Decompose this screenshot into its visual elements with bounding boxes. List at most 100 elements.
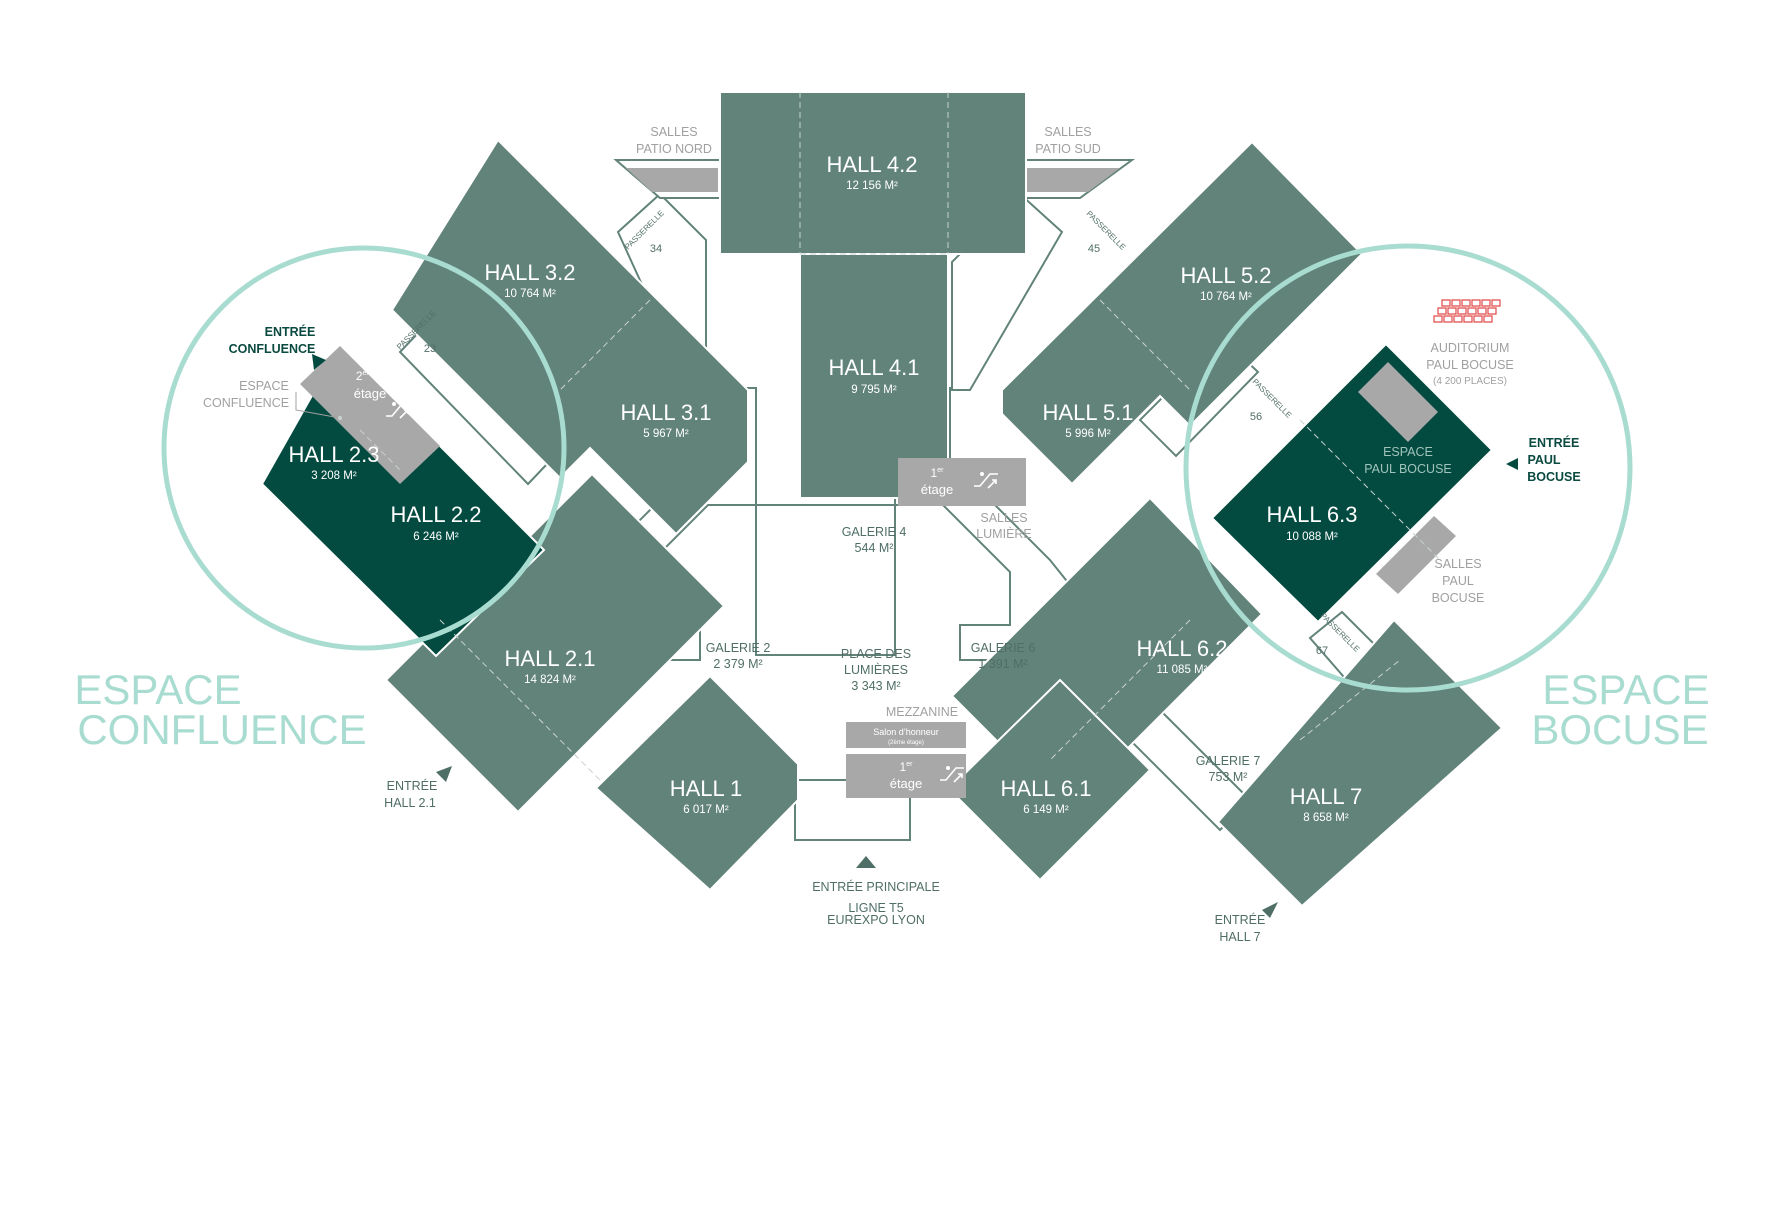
escalator-icon — [940, 766, 964, 783]
floor-2-num: 2ème — [356, 369, 376, 383]
zone-circle-bocuse — [1183, 243, 1633, 693]
hall-name: HALL 5.2 — [1181, 263, 1272, 288]
escalator-icon — [974, 472, 998, 489]
salon-honneur-label: Salon d’honneur — [873, 727, 939, 737]
hall-area: 10 764 M² — [504, 288, 556, 300]
hall-name: HALL 2.3 — [289, 442, 380, 467]
entrances: ENTRÉE CONFLUENCE ENTRÉE PAUL BOCUSE ENT… — [229, 324, 1581, 944]
auditorium-seats-icon — [1433, 299, 1501, 323]
hall-area: 5 967 M² — [643, 428, 689, 440]
hall-name: HALL 6.2 — [1137, 636, 1228, 661]
hall-area: 5 996 M² — [1065, 428, 1111, 440]
patio-nord-line1: SALLES — [650, 125, 697, 139]
galerie-4-area: 544 M² — [855, 541, 894, 555]
entree-hall21-line1: ENTRÉE — [387, 778, 438, 793]
entree-bocuse-line1: ENTRÉE — [1529, 435, 1580, 450]
floor-1-word-lumiere: étage — [921, 482, 954, 497]
floor-1-num-mezzanine: 1er — [900, 760, 914, 774]
espace-confluence-line1: ESPACE — [239, 379, 289, 393]
hall-area: 12 156 M² — [846, 180, 898, 192]
hall-name: HALL 6.1 — [1001, 776, 1092, 801]
room-labels: SALLES PATIO NORD SALLES PATIO SUD SALLE… — [203, 125, 1514, 746]
lumiere-line2: LUMIÈRE — [976, 526, 1032, 541]
entrance-arrow-icon — [856, 856, 876, 868]
hall-4-1[interactable] — [799, 253, 949, 499]
hall-area: 6 149 M² — [1023, 804, 1069, 816]
entrance-arrow-icon — [1506, 458, 1518, 470]
zone-confluence-line1: ESPACE — [74, 666, 241, 713]
entree-confluence-line2: CONFLUENCE — [229, 342, 316, 356]
ligne-t5-line2: EUREXPO LYON — [827, 913, 925, 927]
place-lumieres-line2: LUMIÈRES — [844, 662, 908, 677]
hall-name: HALL 4.2 — [827, 152, 918, 177]
zone-circle-confluence — [161, 245, 567, 651]
auditorium-line3: (4 200 PLACES) — [1433, 376, 1507, 387]
floor-1-box-lumiere — [898, 458, 1026, 506]
salles-bocuse-line2: PAUL — [1442, 574, 1474, 588]
galerie-7-name: GALERIE 7 — [1196, 754, 1261, 768]
hall-2-2[interactable] — [260, 344, 546, 658]
passerelle-56: 56 — [1250, 411, 1262, 423]
floor-1-box-mezzanine — [846, 754, 966, 798]
entree-hall21-line2: HALL 2.1 — [384, 796, 436, 810]
hall-name: HALL 5.1 — [1043, 400, 1134, 425]
hall-7[interactable] — [1216, 618, 1504, 908]
hall-area: 3 208 M² — [311, 470, 357, 482]
hall-area: 6 246 M² — [413, 531, 459, 543]
entree-principale: ENTRÉE PRINCIPALE — [812, 879, 940, 894]
patio-sud-line2: PATIO SUD — [1035, 142, 1101, 156]
hall-area: 10 764 M² — [1200, 291, 1252, 303]
hall-name: HALL 3.2 — [485, 260, 576, 285]
hall-area: 14 824 M² — [524, 674, 576, 686]
galerie-4-name: GALERIE 4 — [842, 525, 907, 539]
espace-bocuse-line1: ESPACE — [1383, 445, 1433, 459]
zone-labels: ESPACE CONFLUENCE ESPACE BOCUSE — [74, 666, 1709, 753]
auditorium-line1: AUDITORIUM — [1431, 341, 1510, 355]
espace-confluence-line2: CONFLUENCE — [203, 396, 289, 410]
espace-bocuse-line2: PAUL BOCUSE — [1364, 462, 1452, 476]
hall-area: 6 017 M² — [683, 804, 729, 816]
hall-name: HALL 1 — [670, 776, 743, 801]
floor-1-word-mezzanine: étage — [890, 776, 923, 791]
salles-paul-bocuse-box — [1376, 516, 1456, 594]
galerie-2-area: 2 379 M² — [713, 657, 762, 671]
hall-area: 8 658 M² — [1303, 812, 1349, 824]
entree-hall7-line1: ENTRÉE — [1215, 912, 1266, 927]
hall-name: HALL 2.1 — [505, 646, 596, 671]
floor-badges: 1er étage 1er étage 2ème étage — [354, 369, 954, 791]
hall-area: 11 085 M² — [1157, 664, 1208, 676]
passerelle-67: 67 — [1316, 645, 1328, 657]
leader-dot — [338, 416, 342, 420]
hall-area: 10 088 M² — [1286, 531, 1338, 543]
salon-honneur-sub: (2ème étage) — [888, 740, 924, 746]
hall-labels: HALL 4.2 12 156 M² HALL 4.1 9 795 M² HAL… — [289, 152, 1363, 824]
hall-1[interactable] — [594, 674, 799, 892]
gallery-labels: GALERIE 4 544 M² GALERIE 2 2 379 M² GALE… — [706, 525, 1261, 784]
galerie-6-name: GALERIE 6 — [971, 641, 1036, 655]
escalator-icon — [386, 402, 410, 419]
galerie-7-area: 753 M² — [1209, 770, 1248, 784]
zone-bocuse-line1: ESPACE — [1542, 666, 1709, 713]
salon-honneur-box — [846, 722, 966, 748]
hall-name: HALL 3.1 — [621, 400, 712, 425]
hall-4-2[interactable] — [719, 91, 1027, 255]
floor-2-word: étage — [354, 386, 387, 401]
zone-bocuse-line2: BOCUSE — [1531, 706, 1708, 753]
entree-hall7-line2: HALL 7 — [1219, 930, 1260, 944]
ligne-t5-line1: LIGNE T5 — [848, 901, 903, 915]
hall-name: HALL 4.1 — [829, 355, 920, 380]
entree-bocuse-line2: PAUL — [1527, 453, 1560, 467]
hall-area: 9 795 M² — [851, 384, 897, 396]
hall-3-2[interactable] — [390, 138, 749, 536]
auditorium-line2: PAUL BOCUSE — [1426, 358, 1514, 372]
floor-2-box — [300, 346, 440, 484]
salles-bocuse-line3: BOCUSE — [1432, 591, 1485, 605]
entree-confluence-line1: ENTRÉE — [265, 324, 316, 339]
entrance-arrow-icon — [1262, 902, 1278, 918]
place-lumieres-area: 3 343 M² — [851, 679, 900, 693]
entree-bocuse-line3: BOCUSE — [1527, 470, 1580, 484]
hall-name: HALL 2.2 — [391, 502, 482, 527]
hall-5-2[interactable] — [1001, 140, 1364, 486]
patio-nord-line2: PATIO NORD — [636, 142, 712, 156]
